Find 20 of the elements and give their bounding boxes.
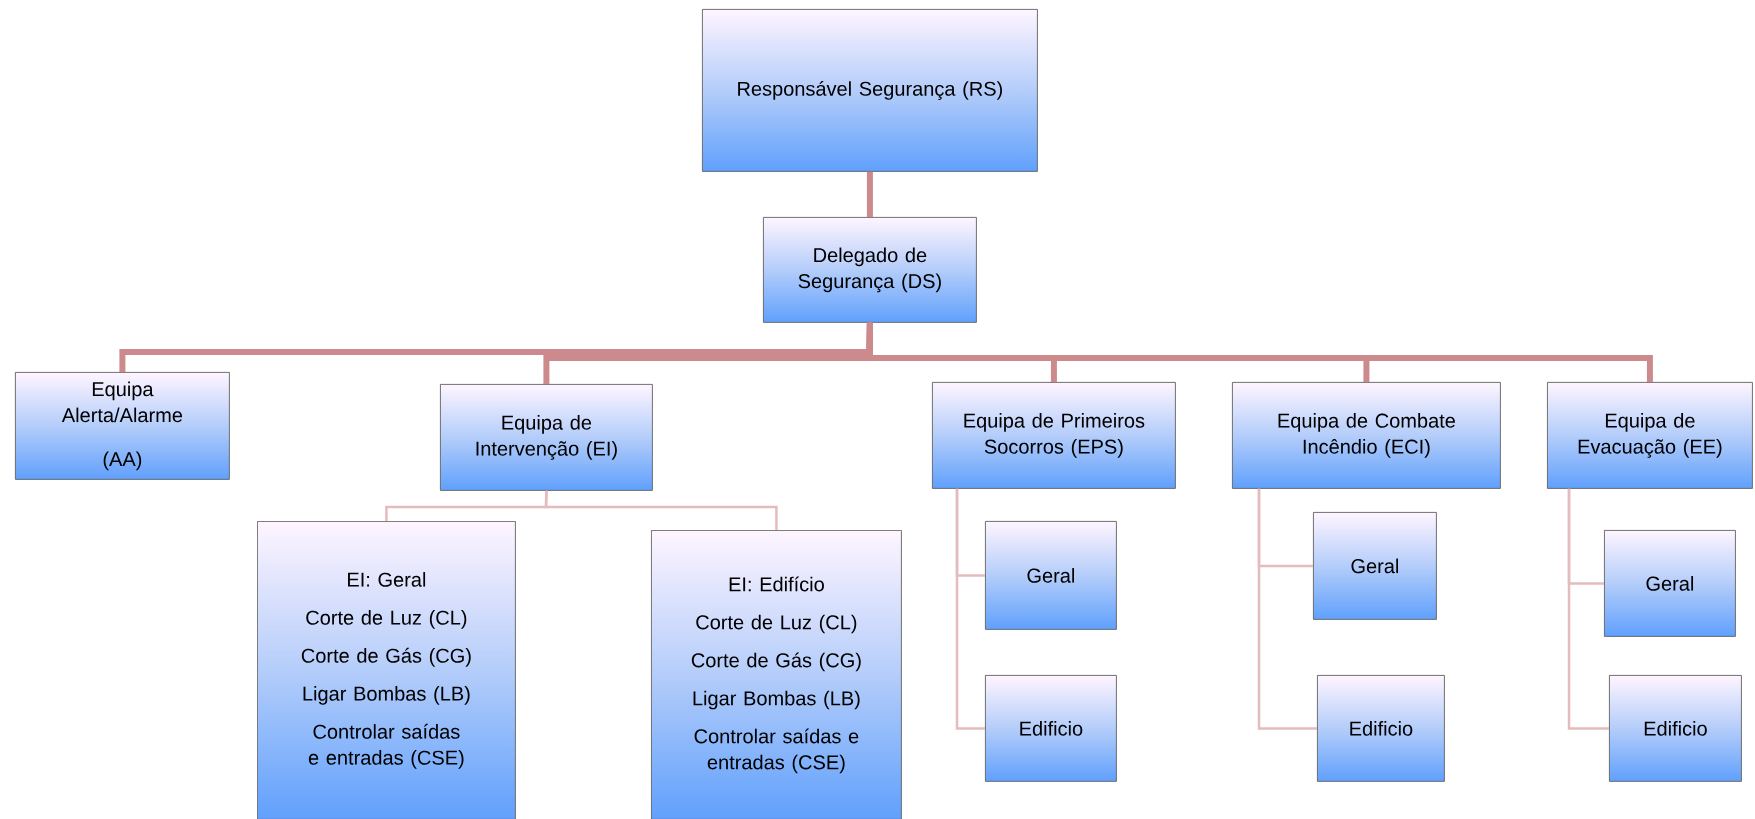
org-box: Edificio — [985, 675, 1117, 782]
connector-line — [955, 488, 985, 730]
org-box: Edificio — [1317, 675, 1445, 782]
connector-line — [1257, 488, 1317, 730]
org-box: EI: Edifício Corte de Luz (CL) Corte de Gás (CG) Ligar Bombas (LB) Controlar saídas e entradas (CSE) — [651, 530, 902, 819]
connector-line — [866, 171, 873, 217]
org-box: Geral — [1604, 530, 1736, 637]
org-box: Equipa de Combate Incêndio (ECI) — [1232, 382, 1501, 489]
org-box: Equipa de Intervenção (EI) — [440, 384, 653, 491]
org-box: Geral — [985, 521, 1117, 630]
connector-line — [544, 490, 778, 530]
org-box: Equipa Alerta/Alarme (AA) — [15, 372, 230, 480]
org-box: Delegado de Segurança (DS) — [763, 217, 977, 323]
org-box: Edificio — [1609, 675, 1742, 782]
org-box: Equipa de Evacuação (EE) — [1547, 382, 1753, 489]
org-box: Responsável Segurança (RS) — [702, 9, 1038, 172]
org-box: Geral — [1313, 512, 1437, 620]
connector-line — [1567, 488, 1609, 730]
org-box: Equipa de Primeiros Socorros (EPS) — [932, 382, 1176, 489]
org-box: EI: Geral Corte de Luz (CL) Corte de Gás (CG) Ligar Bombas (LB) Controlar saídas e entradas (CSE) — [257, 521, 516, 819]
